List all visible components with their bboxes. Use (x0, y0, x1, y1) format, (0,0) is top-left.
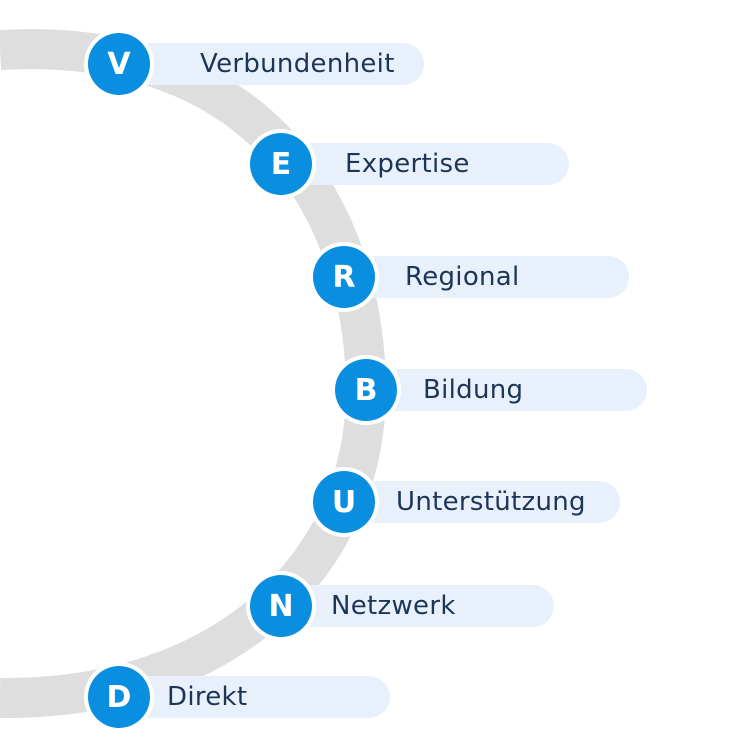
label-pill: Verbundenheit (119, 43, 424, 85)
item-label: Unterstützung (396, 487, 586, 517)
item-label: Expertise (345, 149, 470, 179)
letter-circle: N (246, 571, 316, 641)
label-pill: Netzwerk (281, 585, 554, 627)
letter-badge: N (250, 575, 312, 637)
label-pill: Expertise (281, 143, 569, 185)
letter-circle: V (84, 29, 154, 99)
label-pill: Bildung (366, 369, 647, 411)
item-label: Verbundenheit (200, 49, 395, 79)
letter-circle: B (331, 355, 401, 425)
letter-badge: U (313, 471, 375, 533)
item-label: Bildung (423, 375, 524, 405)
letter-circle: R (309, 242, 379, 312)
label-pill: Regional (344, 256, 629, 298)
item-label: Regional (405, 262, 520, 292)
letter-badge: B (335, 359, 397, 421)
letter-circle: D (84, 662, 154, 732)
label-pill: Direkt (119, 676, 390, 718)
letter-badge: E (250, 133, 312, 195)
label-pill: Unterstützung (344, 481, 620, 523)
letter-circle: U (309, 467, 379, 537)
letter-badge: V (88, 33, 150, 95)
item-label: Direkt (167, 682, 248, 712)
letter-circle: E (246, 129, 316, 199)
item-label: Netzwerk (331, 591, 456, 621)
letter-badge: R (313, 246, 375, 308)
letter-badge: D (88, 666, 150, 728)
